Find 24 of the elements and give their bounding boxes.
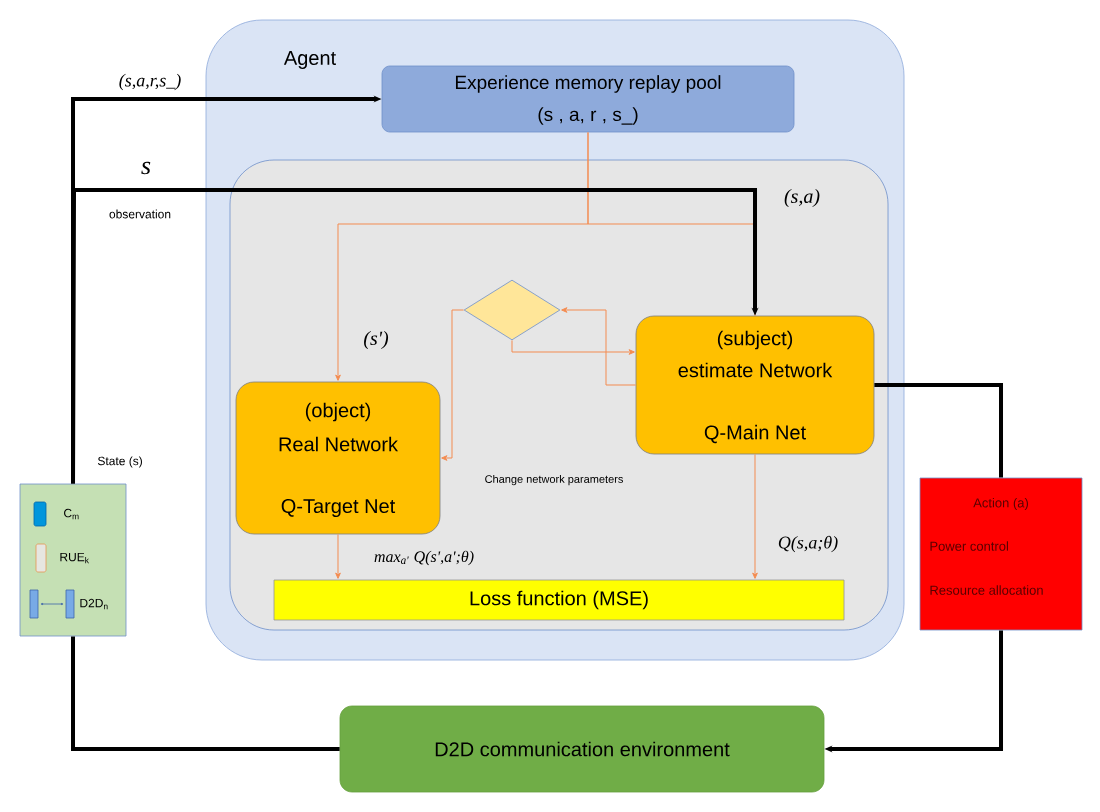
node-text: (s , a, r , s_) [538, 107, 638, 125]
node-text: D2D communication environment [435, 741, 730, 757]
decision-diamond [463, 279, 561, 341]
node-text: (object) [305, 402, 371, 422]
node-text: Q-Main Net [704, 424, 806, 444]
arrow [441, 309, 465, 461]
node-text: estimate Network [678, 362, 833, 378]
arrow [561, 307, 637, 386]
edge-label: (s,a,r,s_) [119, 73, 181, 91]
arrow [71, 188, 759, 484]
arrow [752, 453, 758, 579]
arrow [335, 533, 341, 579]
edge-label: max$_{a'}$ Q(s',a';θ) [374, 550, 474, 566]
container-heading: Agent [283, 51, 336, 69]
arrow [511, 339, 635, 355]
note-label: (s,a) [784, 188, 820, 208]
node-text: Experience memory replay pool [456, 75, 721, 93]
edge-label: (s') [364, 330, 389, 350]
node-text: (subject) [717, 330, 793, 350]
edge-label: s [141, 161, 151, 175]
edge-label: Q(s,a;θ) [778, 535, 838, 553]
node-text: Loss function (MSE) [470, 590, 648, 610]
node-text: Q-Target Net [281, 498, 396, 518]
node-text: Real Network [279, 436, 398, 452]
